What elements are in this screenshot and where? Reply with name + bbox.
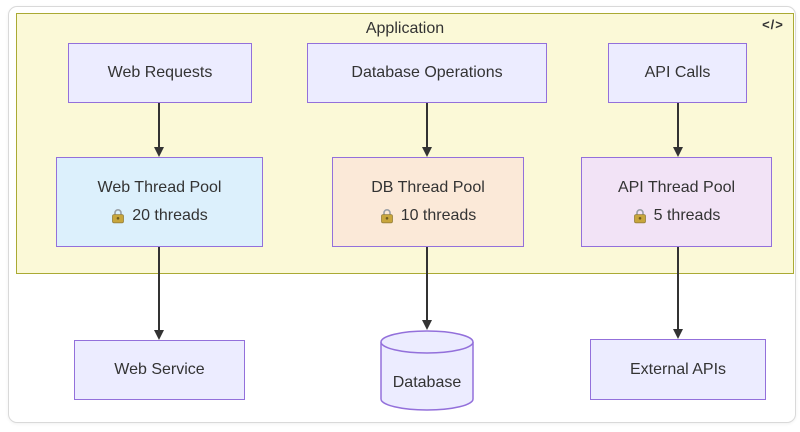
lock-icon xyxy=(380,209,393,224)
web-thread-pool-count: 20 threads xyxy=(132,207,208,224)
arrowhead-icon xyxy=(673,147,683,157)
arrowhead-icon xyxy=(673,329,683,339)
node-db-thread-pool: DB Thread Pool 10 threads xyxy=(332,157,524,247)
lock-icon xyxy=(112,209,125,224)
node-web-service: Web Service xyxy=(74,340,245,400)
node-external-apis-label: External APIs xyxy=(629,360,727,378)
db-thread-pool-threads: 10 threads xyxy=(380,206,477,226)
api-thread-pool-count: 5 threads xyxy=(653,207,721,224)
arrow-web-pool-to-web-service xyxy=(154,247,164,340)
node-api-calls: API Calls xyxy=(608,43,747,103)
db-thread-pool-title: DB Thread Pool xyxy=(371,179,485,196)
web-thread-pool-threads: 20 threads xyxy=(111,206,208,226)
node-database-label: Database xyxy=(392,374,462,391)
arrow-db-pool-to-database xyxy=(422,247,432,330)
application-label: Application xyxy=(365,20,445,37)
arrow-web-requests-to-web-pool xyxy=(154,103,164,157)
node-database-operations: Database Operations xyxy=(307,43,547,103)
arrow-db-operations-to-db-pool xyxy=(422,103,432,157)
web-thread-pool-title: Web Thread Pool xyxy=(97,179,222,196)
node-database-operations-label: Database Operations xyxy=(351,64,503,81)
node-external-apis: External APIs xyxy=(590,339,766,400)
node-api-thread-pool: API Thread Pool 5 threads xyxy=(581,157,772,247)
node-database-cylinder: Database xyxy=(379,330,475,412)
arrow-api-pool-to-external-apis xyxy=(673,247,683,339)
node-api-calls-label: API Calls xyxy=(644,64,711,81)
code-icon: </> xyxy=(762,17,784,32)
node-web-thread-pool: Web Thread Pool 20 threads xyxy=(56,157,263,247)
node-web-service-label: Web Service xyxy=(114,361,205,378)
arrow-api-calls-to-api-pool xyxy=(673,103,683,157)
node-web-requests: Web Requests xyxy=(68,43,252,103)
arrowhead-icon xyxy=(422,147,432,157)
api-thread-pool-threads: 5 threads xyxy=(633,206,721,226)
node-web-requests-label: Web Requests xyxy=(107,64,213,81)
arrowhead-icon xyxy=(154,330,164,340)
arrowhead-icon xyxy=(422,320,432,330)
arrowhead-icon xyxy=(154,147,164,157)
api-thread-pool-title: API Thread Pool xyxy=(617,179,736,196)
database-cylinder-icon xyxy=(380,330,474,411)
db-thread-pool-count: 10 threads xyxy=(400,207,477,224)
lock-icon xyxy=(633,209,646,224)
